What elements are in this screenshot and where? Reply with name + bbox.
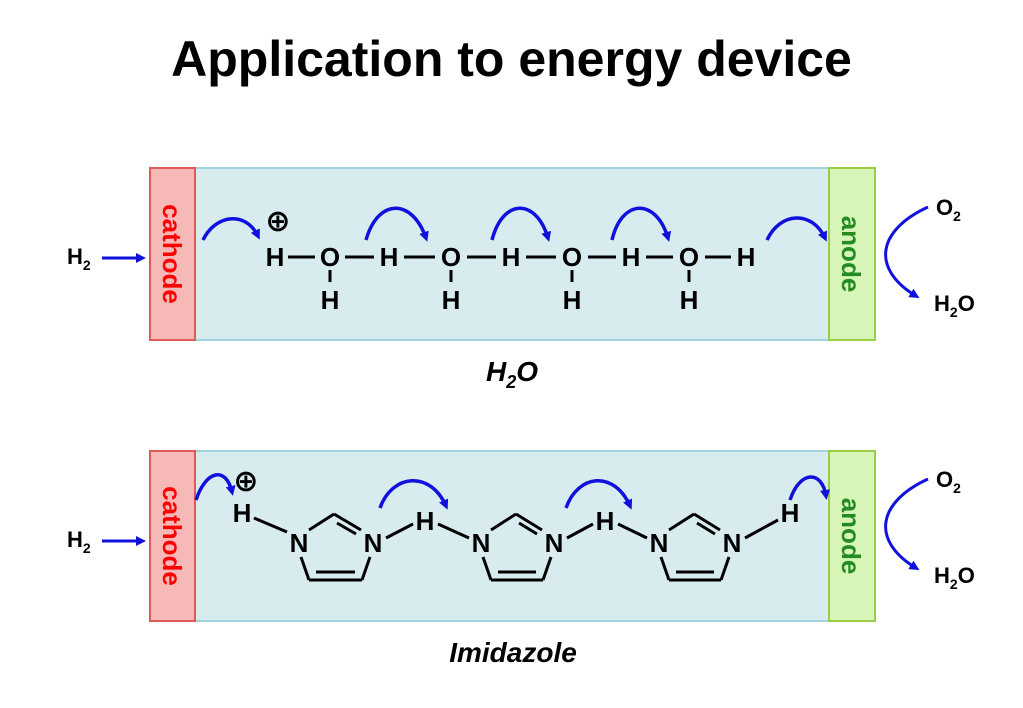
imidazole-anode-label: anode <box>836 498 866 575</box>
imidazole-atom-n4: N <box>545 528 564 558</box>
water-reduction-arrow <box>884 205 929 299</box>
imidazole-hop-arrows <box>194 473 831 510</box>
water-panel: cathode anode H2 O2 H2O ⊕ H O H O H O H … <box>67 167 975 392</box>
imidazole-atom-n5: N <box>650 528 669 558</box>
imidazole-atom-n2: N <box>364 528 383 558</box>
water-atom-h2: H <box>380 242 399 272</box>
imidazole-o2-label: O2 <box>936 467 961 496</box>
imidazole-caption: Imidazole <box>449 637 577 668</box>
water-atom-o1: O <box>320 242 340 272</box>
water-atom-hb1: H <box>321 285 340 315</box>
imidazole-atom-h4: H <box>781 498 800 528</box>
imidazole-bonds <box>253 512 779 582</box>
water-bonds <box>288 255 731 282</box>
water-atom-h1: H <box>266 242 285 272</box>
imidazole-h2-input: H2 <box>67 527 91 556</box>
water-atom-hb4: H <box>680 285 699 315</box>
imidazole-atom-n6: N <box>723 528 742 558</box>
water-cathode-electrode <box>149 167 196 341</box>
water-cathode-label: cathode <box>157 204 187 304</box>
water-anode-label: anode <box>836 216 866 293</box>
water-atom-hb2: H <box>442 285 461 315</box>
imidazole-reduction-arrow <box>884 477 929 571</box>
water-o2-label: O2 <box>936 195 961 224</box>
imidazole-atom-n1: N <box>290 528 309 558</box>
water-h2o-product: H2O <box>934 291 975 320</box>
water-charge-symbol: ⊕ <box>265 205 290 238</box>
water-anode-electrode <box>828 167 876 341</box>
water-caption: H2O <box>486 356 538 392</box>
water-atom-hb3: H <box>563 285 582 315</box>
imidazole-atom-h1: H <box>233 498 252 528</box>
water-atom-o2: O <box>441 242 461 272</box>
imidazole-atom-n3: N <box>472 528 491 558</box>
imidazole-anode-electrode <box>828 450 876 622</box>
imidazole-atom-h2: H <box>416 506 435 536</box>
slide-title: Application to energy device <box>171 31 852 87</box>
imidazole-channel <box>194 450 832 622</box>
water-atom-o3: O <box>562 242 582 272</box>
imidazole-charge-symbol: ⊕ <box>233 465 258 498</box>
water-channel <box>194 167 832 341</box>
water-h2-input: H2 <box>67 244 91 273</box>
imidazole-panel: cathode anode H2 O2 H2O ⊕ H N N H N N H … <box>67 450 975 668</box>
imidazole-atom-h3: H <box>596 506 615 536</box>
water-atom-h3: H <box>502 242 521 272</box>
water-hop-arrows <box>201 206 828 242</box>
imidazole-cathode-electrode <box>149 450 196 622</box>
water-atom-o4: O <box>679 242 699 272</box>
imidazole-cathode-label: cathode <box>157 486 187 586</box>
water-atom-h5: H <box>737 242 756 272</box>
water-atom-h4: H <box>622 242 641 272</box>
imidazole-h2o-product: H2O <box>934 563 975 592</box>
